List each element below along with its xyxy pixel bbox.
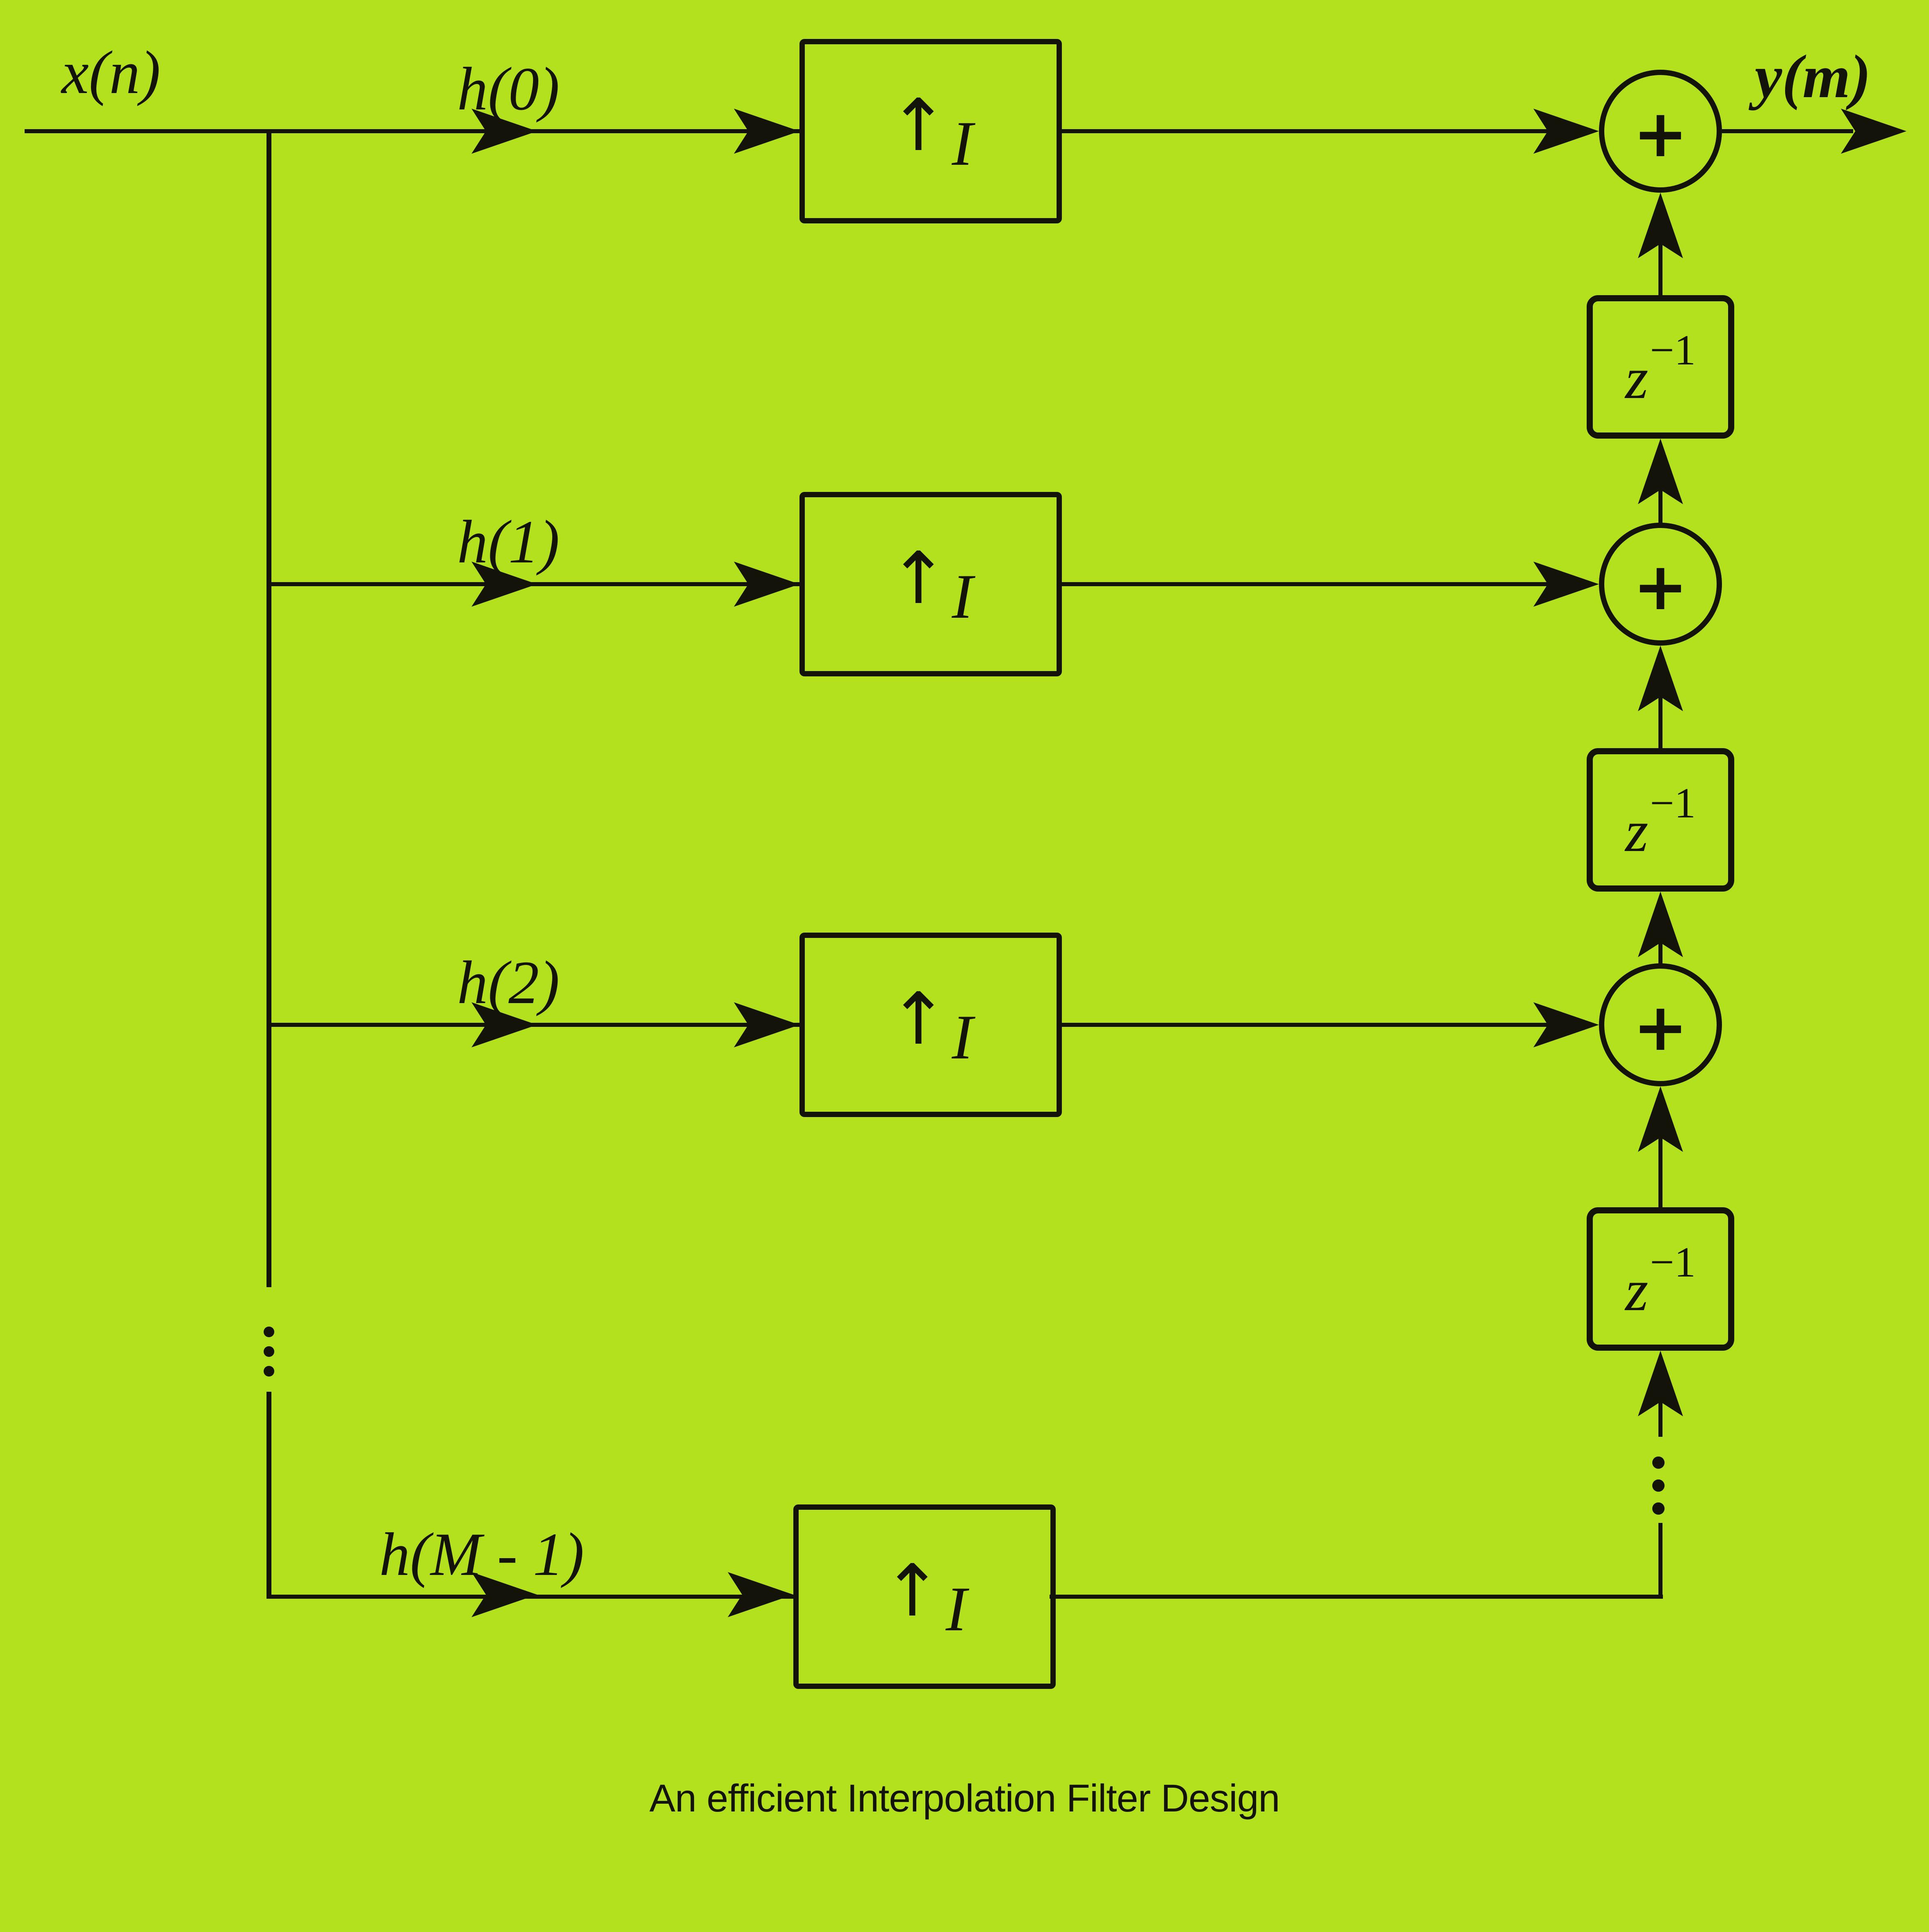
delay-exponent: −1 [1650,1238,1696,1286]
upsampler-factor: I [952,108,973,179]
upsampler-factor: I [945,1573,967,1644]
upsampler-box-1: ↑ I [799,39,1062,223]
wire-row4-to-z3 [1658,1390,1663,1437]
delay-exponent: −1 [1650,778,1696,827]
output-signal-label: y(m) [1755,43,1871,111]
wire-branch-trunk-lower [266,1392,271,1599]
upsampler-box-3: ↑ I [799,933,1062,1117]
up-arrow-icon: ↑ [888,977,949,1061]
upsampler-box-2: ↑ I [799,492,1062,676]
adder-3: + [1599,963,1722,1086]
coefficient-label-hM1: h(M - 1) [379,1520,584,1588]
vertical-ellipsis-left-icon [264,1322,274,1381]
input-signal-label: x(n) [61,39,161,107]
wire-z2-to-adder2 [1658,685,1663,750]
adder-2: + [1599,523,1722,646]
delay-box-2: z −1 [1587,748,1734,892]
upsampler-box-4: ↑ I [793,1504,1056,1689]
delay-box-1: z −1 [1587,295,1734,439]
wire-z1-to-adder1 [1658,232,1663,297]
delay-box-3: z −1 [1587,1207,1734,1351]
up-arrow-icon: ↑ [882,1549,943,1633]
wire-output [1722,129,1853,133]
delay-exponent: −1 [1650,325,1696,374]
wire-input-main [25,129,799,133]
delay-base: z [1625,1257,1649,1323]
wire-adder3-input [1062,1023,1566,1027]
wire-adder2-input [1062,582,1566,586]
upsampler-factor: I [952,561,973,632]
wire-branch-trunk-upper [266,129,271,1287]
coefficient-label-h1: h(1) [457,508,560,576]
delay-base: z [1625,798,1649,864]
up-arrow-icon: ↑ [888,84,949,167]
wire-adder3-to-z2 [1658,931,1663,965]
diagram-caption: An efficient Interpolation Filter Design [649,1777,1280,1820]
coefficient-label-h0: h(0) [457,55,560,123]
wire-adder2-to-z1 [1658,478,1663,525]
wire-z3-to-adder3 [1658,1125,1663,1209]
upsampler-factor: I [952,1001,973,1072]
adder-1: + [1599,70,1722,193]
wire-adder1-input [1062,129,1566,133]
vertical-ellipsis-right-icon [1652,1451,1665,1520]
delay-base: z [1625,345,1649,411]
coefficient-label-h2: h(2) [457,949,560,1017]
wire-rcol-bottom [1658,1523,1663,1599]
up-arrow-icon: ↑ [888,537,949,620]
wire-row4-output [1050,1595,1663,1599]
